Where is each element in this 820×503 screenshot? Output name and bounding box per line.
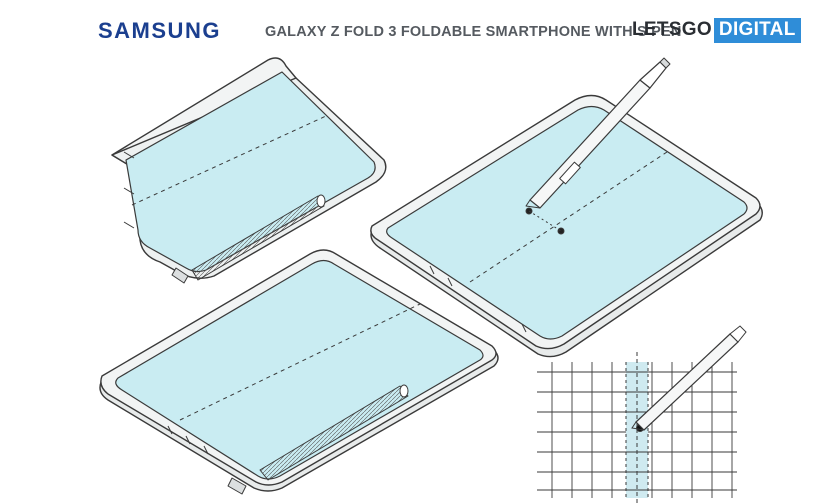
samsung-logo: SAMSUNG xyxy=(98,18,221,43)
logo-part-letsgo: LETSGO xyxy=(632,19,712,40)
unfolded-device xyxy=(99,249,499,495)
header: SAMSUNG GALAXY Z FOLD 3 FOLDABLE SMARTPH… xyxy=(0,0,820,60)
letsgodigital-logo: LETSGO DIGITAL xyxy=(632,17,801,43)
logo-part-digital: DIGITAL xyxy=(713,17,801,43)
page-headline: GALAXY Z FOLD 3 FOLDABLE SMARTPHONE WITH… xyxy=(265,24,682,40)
partially-folded-device xyxy=(111,57,387,284)
device-with-s-pen xyxy=(370,57,763,358)
grid-writing-detail xyxy=(537,325,747,503)
